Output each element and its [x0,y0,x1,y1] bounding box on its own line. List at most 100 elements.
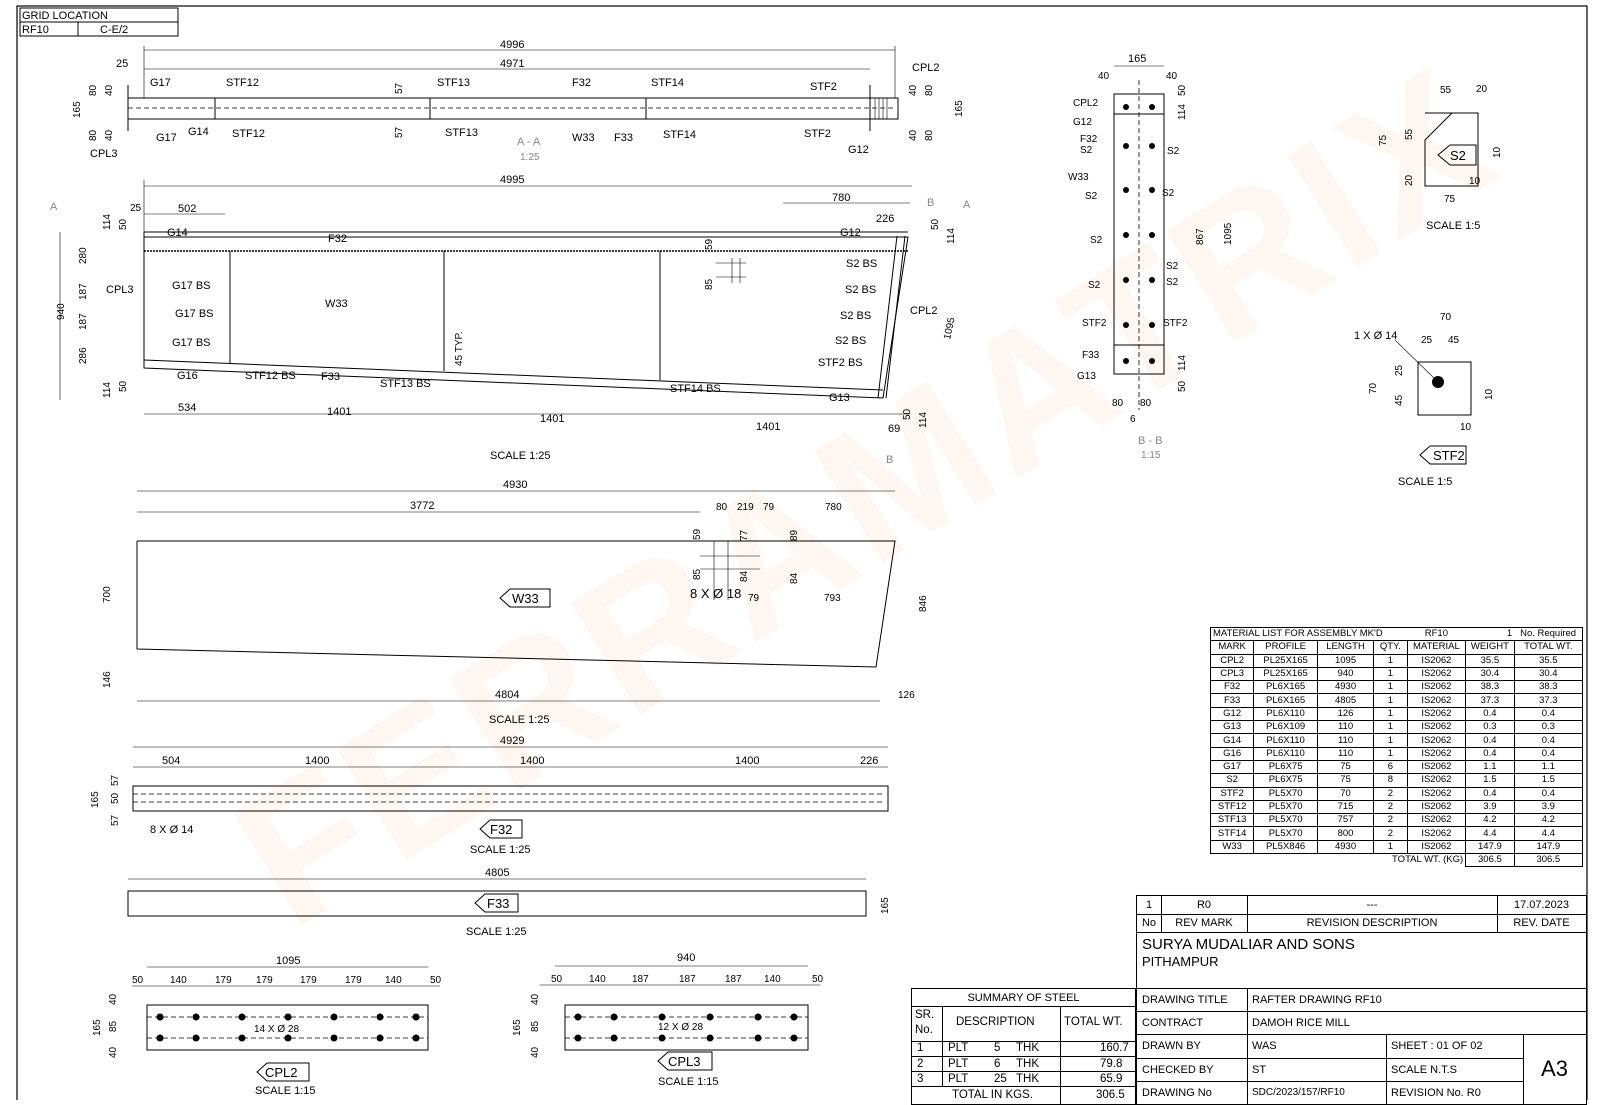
bb-label-f32: F32 [1080,134,1098,145]
material-cell: 2 [1373,786,1408,801]
elev-label-stf12bs: STF12 BS [245,370,296,382]
elev-dim-114-r: 114 [946,228,957,244]
bb-label-r-stf2: STF2 [1163,318,1188,329]
material-cell: 4930 [1316,839,1375,855]
aa-section-scale: 1:25 [520,152,540,163]
elev-dim-50: 50 [118,218,129,230]
revision-date: 17.07.2023 [1513,899,1570,911]
steel-summary-total-h: TOTAL WT. [1064,1016,1123,1028]
s2-tag: S2 [1450,148,1466,163]
scale-value: SCALE N.T.S [1391,1063,1458,1076]
f32-dim-total: 4929 [500,735,524,747]
material-cell: 0.3 [1465,720,1515,735]
elev-label-stf2bs: STF2 BS [818,357,863,369]
material-cell: 4.2 [1465,813,1515,828]
material-cell: STF12 [1209,799,1255,815]
bb-label-f33: F33 [1082,350,1100,361]
material-cell: 147.9 [1465,839,1515,855]
cpl2-tag: CPL2 [265,1065,298,1080]
s2-dim-20-b: 20 [1404,174,1415,186]
material-cell: PL25X165 [1253,653,1318,668]
cpl3-dim-140-b: 140 [764,974,781,985]
steel-summary-cell: 25 [994,1073,1007,1085]
rafter-elevation-view: 4995 25 502 780 226 59 85 940 114 50 280… [50,174,971,466]
material-cell: 147.9 [1513,839,1584,855]
steel-summary-sr: SR. [915,1009,935,1021]
elev-dim-187-b: 187 [78,313,89,330]
cpl2-dim-85: 85 [108,1020,119,1032]
material-cell: IS2062 [1406,680,1467,695]
material-cell: IS2062 [1406,653,1467,668]
w33-dim-4804: 4804 [495,689,519,701]
cpl2-holes-drawing [156,1013,420,1042]
f33-dim-165: 165 [880,897,891,914]
material-list-qty: 1 [1465,626,1515,642]
material-cell: 0.4 [1465,733,1515,748]
w33-dim-80: 80 [716,502,728,513]
material-cell: 4.4 [1465,826,1515,841]
aa-dim-40-left-b: 40 [104,129,115,141]
elev-label-stf14bs: STF14 BS [670,383,721,395]
material-cell: 110 [1316,746,1375,761]
elev-label-f33: F33 [321,371,340,383]
material-cell: IS2062 [1406,733,1467,748]
bb-label-s2-4: S2 [1088,280,1101,291]
cpl3-dim-total: 940 [677,952,695,964]
elev-dim-59: 59 [704,238,715,250]
aa-dim-25: 25 [116,58,128,70]
material-total-weight: 306.5 [1465,853,1515,868]
stf2-dim-70: 70 [1440,312,1452,323]
drawn-by-value: WAS [1252,1040,1277,1052]
elev-dim-50-b: 50 [118,380,129,392]
steel-summary-cell: 2 [917,1058,924,1070]
material-cell: 38.3 [1465,680,1515,695]
elev-label-g17bs: G17 BS [172,280,211,292]
aa-section-label: A - A [517,136,541,148]
steel-summary-cell: PLT [948,1058,969,1070]
w33-dim-total: 4930 [503,479,527,491]
w33-tag: W33 [512,591,539,606]
w33-dim-84: 84 [739,570,750,582]
cpl3-dim-165: 165 [512,1019,523,1036]
material-list-header-row: MARK PROFILE LENGTH QTY. MATERIAL WEIGHT… [1209,640,1584,655]
material-cell: PL6X110 [1253,733,1318,748]
aa-label-g14: G14 [188,126,209,138]
aa-label-stf2-b: STF2 [804,128,831,140]
material-total-total: 306.5 [1513,853,1584,868]
drawing-title: RAFTER DRAWING RF10 [1252,993,1382,1006]
material-cell: STF2 [1209,786,1255,801]
bb-dim-114: 114 [1177,104,1188,120]
cpl2-dim-40-b: 40 [108,1046,119,1058]
material-cell: 75 [1316,773,1375,788]
material-list-title: MATERIAL LIST FOR ASSEMBLY MK'D [1210,626,1408,642]
mat-header: PROFILE [1253,640,1318,655]
bb-label-s2: S2 [1080,145,1093,156]
bb-dim-50: 50 [1177,84,1188,96]
aa-dim-57: 57 [394,82,405,94]
sheet-border [16,5,1588,1100]
w33-dim-79-b: 79 [748,593,760,604]
elev-label-g14: G14 [167,227,188,239]
w33-dim-79: 79 [763,502,775,513]
material-cell: G17 [1209,759,1255,775]
f32-dim-57: 57 [110,774,121,786]
elev-label-s2bs-2: S2 BS [845,284,876,296]
material-cell: STF13 [1209,813,1255,828]
s2-scale: SCALE 1:5 [1426,220,1480,232]
material-cell: 4.2 [1513,813,1584,828]
stf2-tag: STF2 [1433,448,1465,463]
elev-hole-cluster [716,258,746,283]
title-block: 1 R0 --- 17.07.2023 No REV MARK REVISION… [1136,895,1587,1105]
aa-dim-inner: 4971 [500,58,524,70]
material-cell: PL5X70 [1253,813,1318,828]
elev-label-g17bs-3: G17 BS [172,337,211,349]
bb-label-r-s2: S2 [1167,146,1180,157]
stf2-dim-25: 25 [1421,335,1433,346]
material-cell: 110 [1316,733,1375,748]
